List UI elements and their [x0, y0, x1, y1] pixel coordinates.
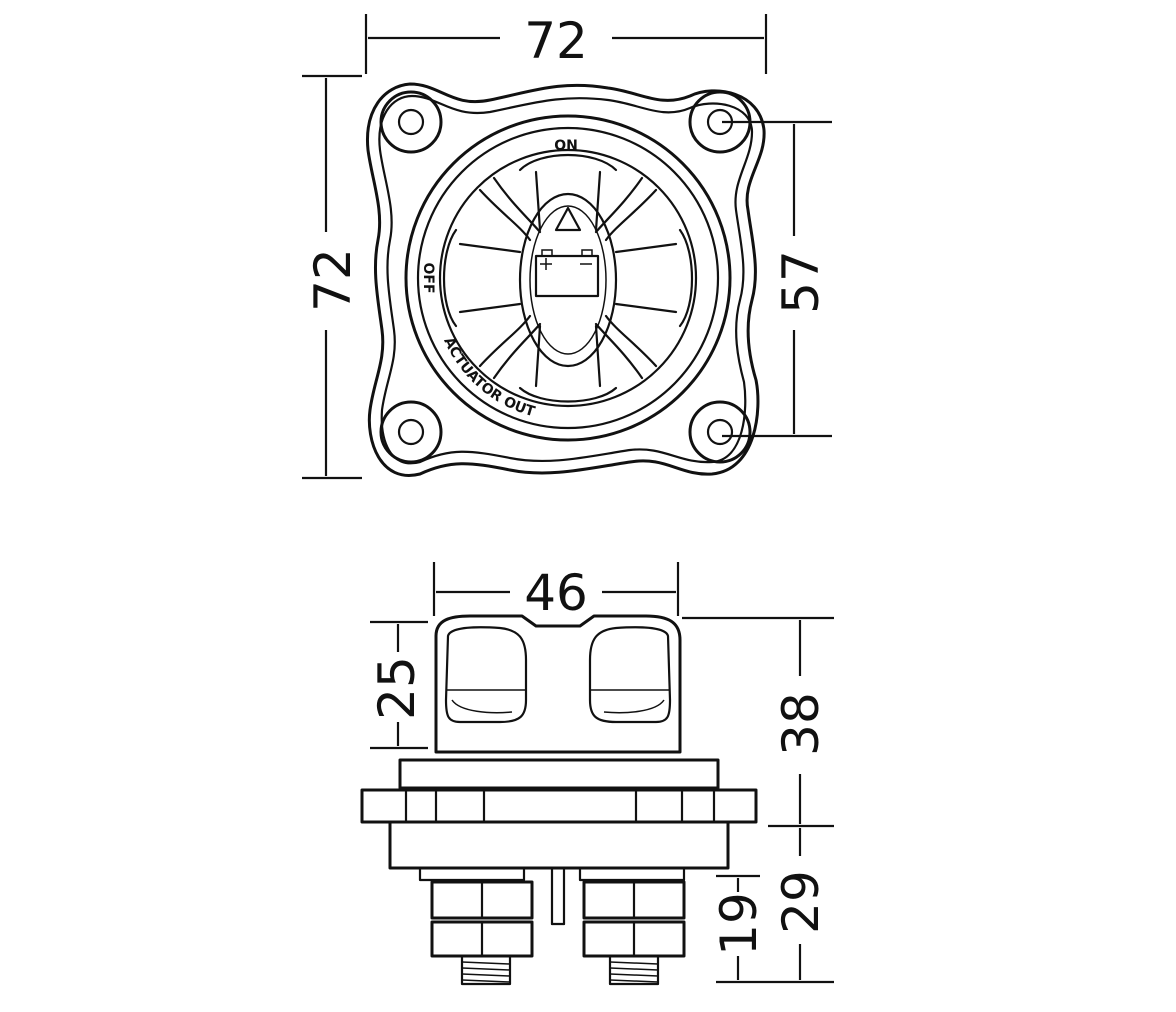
center-pin — [550, 866, 566, 926]
flange-side — [360, 758, 758, 870]
rotary-dial — [404, 114, 732, 442]
right-height-dimensions: 38 29 19 — [682, 616, 834, 984]
dim-label-spacing-57: 57 — [772, 250, 830, 314]
dim-label-19: 19 — [710, 892, 768, 956]
knob-width-dimension: 46 — [432, 562, 680, 622]
flange-outline — [366, 82, 766, 477]
dim-label-knob-46: 46 — [524, 564, 588, 622]
mounting-hole-bottom-left — [379, 400, 443, 464]
knob-height-dimension: 25 — [368, 620, 428, 750]
label-on: ON — [554, 138, 578, 154]
terminal-stud-right — [578, 866, 686, 986]
dim-label-29: 29 — [772, 870, 830, 934]
side-view: 46 25 38 29 19 — [360, 562, 834, 986]
dim-label-38: 38 — [772, 692, 830, 756]
arrow-indicator-icon — [554, 206, 582, 232]
knob-side — [434, 614, 682, 754]
top-height-dimension: 72 — [302, 74, 362, 480]
battery-icon — [534, 249, 600, 298]
terminal-stud-left — [418, 866, 534, 986]
mounting-hole-top-right — [688, 90, 752, 154]
dim-label-knob-25: 25 — [368, 656, 426, 720]
top-view: 72 72 57 — [302, 12, 832, 480]
top-width-dimension: 72 — [364, 12, 768, 74]
label-off: OFF — [420, 262, 436, 293]
hole-spacing-dimension: 57 — [722, 120, 832, 438]
mounting-hole-top-left — [379, 90, 443, 154]
dim-label-width-72: 72 — [524, 12, 588, 70]
dim-label-height-72: 72 — [304, 248, 362, 312]
mounting-hole-bottom-right — [688, 400, 752, 464]
